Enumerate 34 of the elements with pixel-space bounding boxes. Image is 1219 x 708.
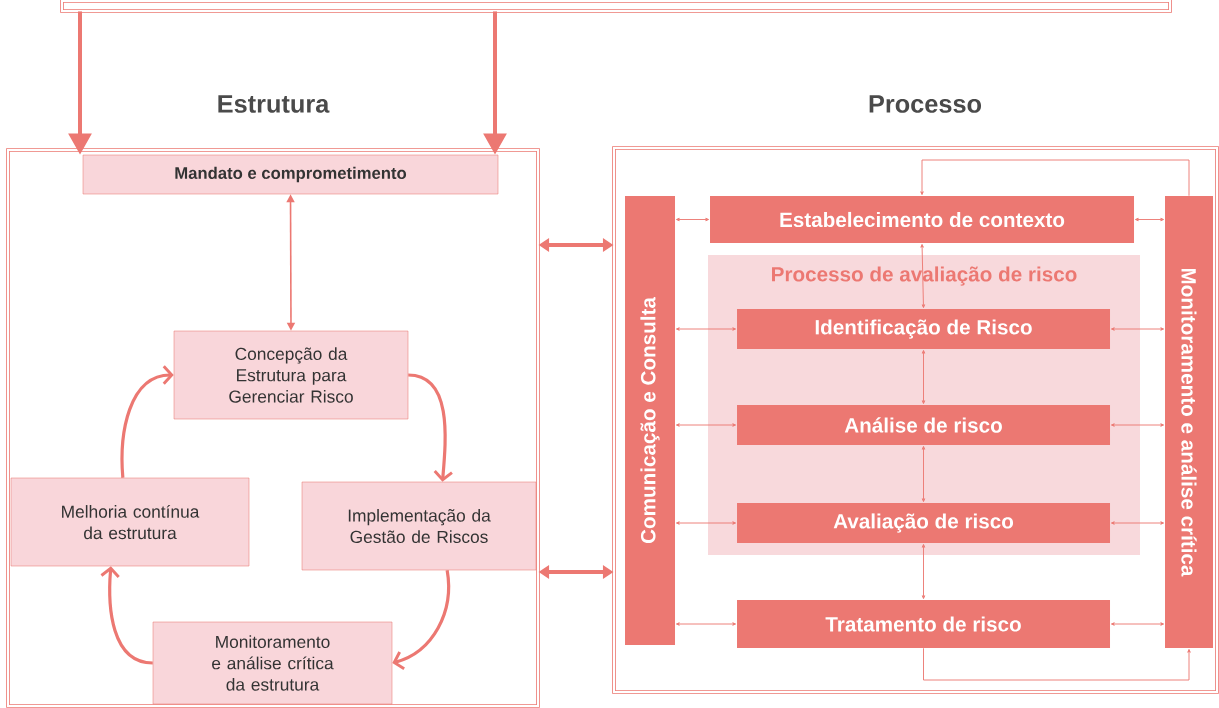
process-box: Monitoramento e análise crítica da estrutura <box>152 621 393 705</box>
arrow <box>120 365 174 478</box>
mandate-box: Mandato e comprometimento <box>82 154 499 195</box>
arrow <box>675 521 737 525</box>
arrow <box>920 159 1190 197</box>
arrow <box>675 217 710 222</box>
arrow <box>923 647 1191 681</box>
process-box: Implementação da Gestão de Riscos <box>301 481 537 571</box>
arrow <box>1134 217 1165 222</box>
arrow <box>100 566 153 665</box>
process-box: Concepção da Estrutura para Gerenciar Risco <box>173 330 409 420</box>
arrow <box>675 327 737 331</box>
arrow <box>675 622 737 626</box>
arrow <box>392 570 451 671</box>
process-box: Estabelecimento de contexto <box>710 196 1134 243</box>
outer-box <box>60 0 1172 13</box>
bar-label: Comunicação e Consulta <box>640 296 660 544</box>
bar-label: Monitoramento e análise crítica <box>1181 268 1197 577</box>
process-box: Avaliação de risco <box>737 503 1110 543</box>
arrow <box>1110 423 1165 427</box>
panel-heading: Estrutura <box>218 95 330 113</box>
arrow <box>1110 327 1165 331</box>
arrow <box>921 349 926 405</box>
panel-heading: Processo <box>869 95 981 113</box>
process-box: Análise de risco <box>737 405 1110 445</box>
arrow <box>921 445 926 503</box>
process-box: Tratamento de risco <box>737 600 1110 648</box>
arrow <box>408 373 453 482</box>
process-box: Melhoria contínua da estrutura <box>10 477 250 567</box>
process-box: Identificação de Risco <box>737 309 1110 349</box>
arrow <box>675 423 737 427</box>
arrow <box>1110 622 1165 626</box>
arrow <box>921 543 926 600</box>
arrow <box>1110 521 1165 525</box>
